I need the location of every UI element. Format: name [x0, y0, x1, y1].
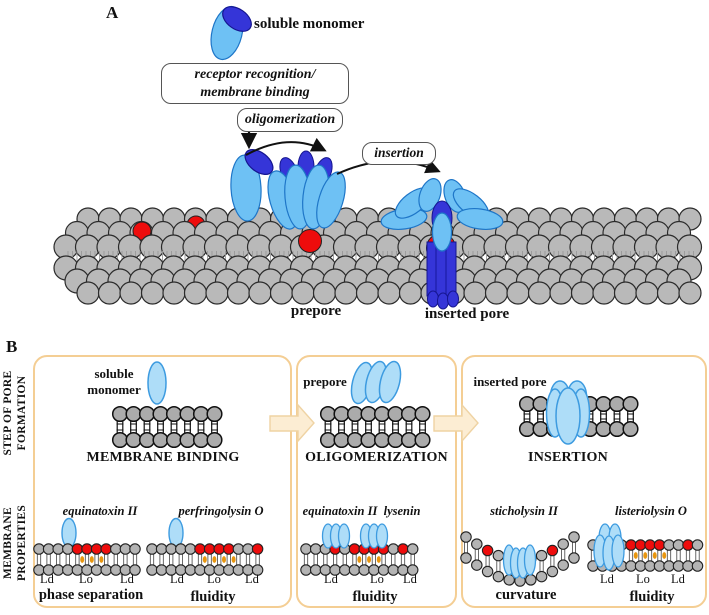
box2-state-label: prepore [303, 374, 347, 389]
insertion-step-label: insertion [362, 142, 436, 165]
domain-label: Ld [120, 572, 134, 586]
domain-label: Ld [40, 572, 54, 586]
panel-b-label: B [6, 337, 18, 356]
domain-label: Ld [170, 572, 184, 586]
box1-ex1-property-label: phase separation [38, 587, 144, 603]
box1-title: MEMBRANE BINDING [86, 450, 240, 465]
box3-title: INSERTION [528, 450, 608, 465]
box1-ex2-toxin-label: perfringolysin O [178, 504, 264, 518]
domain-label: Ld [671, 572, 685, 586]
box2-property-label: fluidity [352, 589, 398, 605]
box1-ex2-property-label: fluidity [190, 589, 236, 605]
box2-title: OLIGOMERIZATION [305, 450, 448, 465]
domain-label: Ld [245, 572, 259, 586]
panel-a-label: A [106, 3, 119, 22]
domain-label: Lo [370, 572, 384, 586]
box2-toxin2-label: lysenin [383, 504, 421, 518]
row-label-line: MEMBRANE [2, 506, 14, 580]
box3-state-label: inserted pore [473, 374, 547, 389]
oligomerization-step-label: oligomerization [237, 108, 343, 132]
box1-state-label: soluble monomer [80, 366, 148, 399]
inserted-pore-label: inserted pore [424, 306, 510, 322]
insertion-box [461, 355, 707, 608]
membrane-binding-box [33, 355, 292, 608]
box3-ex2-toxin-label: listeriolysin O [615, 504, 687, 518]
box2-toxin1-label: equinatoxin II [302, 504, 378, 518]
oligomerization-box [296, 355, 457, 608]
prepore-label: prepore [290, 303, 342, 319]
domain-label: Ld [403, 572, 417, 586]
domain-label: Lo [636, 572, 650, 586]
row-label-line: FORMATION [15, 375, 28, 451]
domain-label: Ld [600, 572, 614, 586]
domain-label: Ld [324, 572, 338, 586]
receptor-recognition-step-label: receptor recognition/ membrane binding [161, 63, 349, 104]
step1-line2: membrane binding [200, 84, 310, 100]
soluble-monomer-label: soluble monomer [254, 16, 365, 32]
row-label-membrane-properties: MEMBRANE PROPERTIES [2, 483, 32, 603]
state-line: soluble [94, 366, 134, 381]
domain-label: Lo [79, 572, 93, 586]
row-label-step-of-pore-formation: STEP OF PORE FORMATION [2, 353, 32, 473]
box3-ex2-property-label: fluidity [629, 589, 675, 605]
box3-ex1-toxin-label: sticholysin II [490, 504, 558, 518]
row-label-line: STEP OF PORE [2, 370, 14, 456]
domain-label: Lo [207, 572, 221, 586]
step1-line1: receptor recognition/ [194, 67, 316, 82]
state-line: monomer [87, 382, 141, 398]
row-label-line: PROPERTIES [15, 504, 28, 582]
box3-ex1-property-label: curvature [495, 587, 557, 603]
box1-ex1-toxin-label: equinatoxin II [62, 504, 138, 518]
